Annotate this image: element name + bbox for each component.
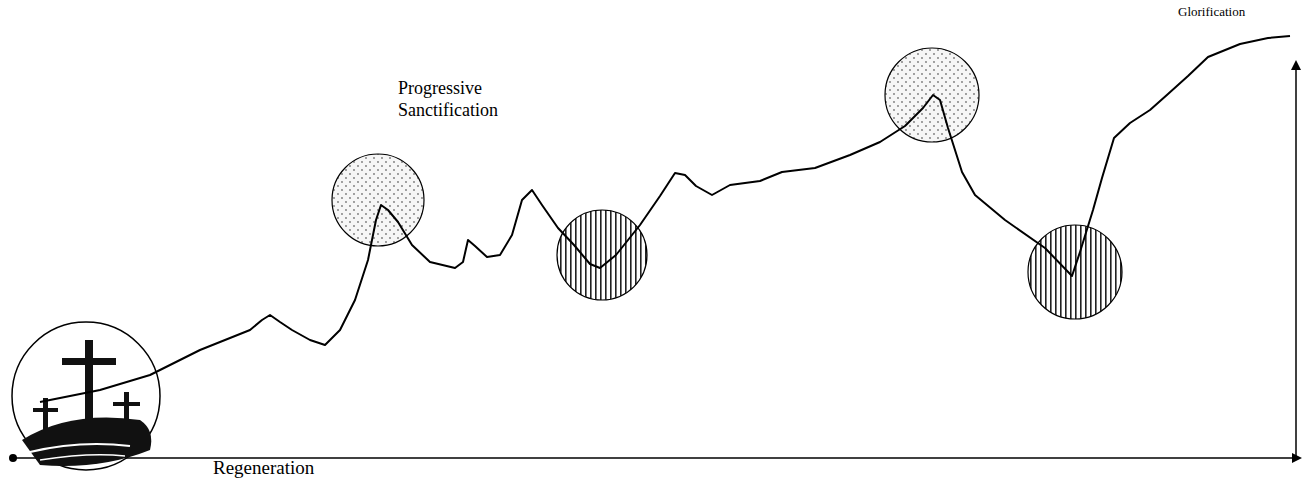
progress-line bbox=[40, 36, 1290, 402]
cross-illustration bbox=[12, 322, 160, 470]
diagram-label: Regeneration bbox=[213, 457, 314, 480]
high-point-circles bbox=[332, 48, 979, 246]
diagram-label: Glorification bbox=[1178, 4, 1245, 20]
diagram-label: Progressive Sanctification bbox=[398, 78, 528, 121]
low-point-circles bbox=[557, 210, 1122, 319]
axes bbox=[9, 62, 1300, 462]
